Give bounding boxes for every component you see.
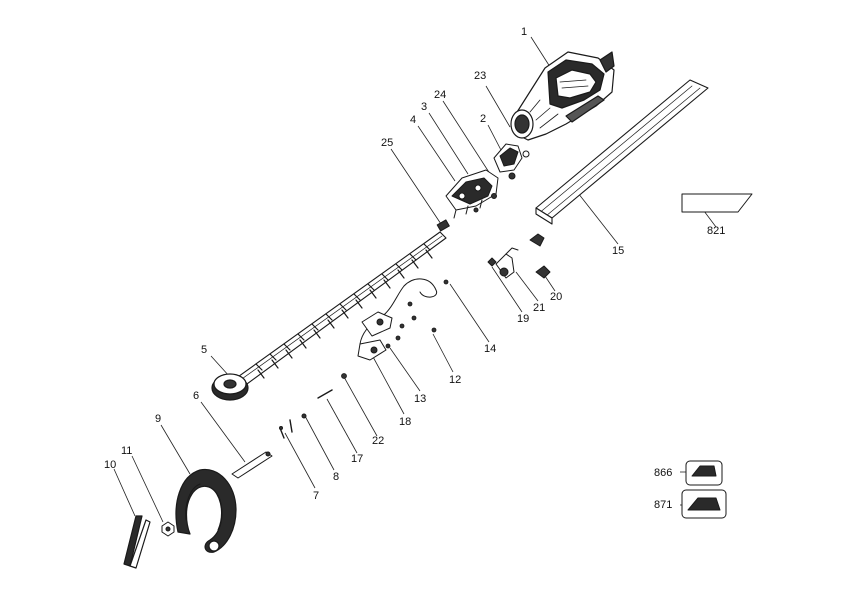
callout-10: 10 [104, 459, 117, 471]
callout-11: 11 [121, 445, 133, 457]
callout-1: 1 [521, 26, 528, 38]
blade-teeth [255, 243, 433, 379]
switch-parts [487, 233, 551, 279]
callout-7: 7 [313, 490, 320, 502]
callout-6: 6 [193, 390, 200, 402]
callout-2: 2 [480, 113, 487, 125]
callout-821: 821 [707, 225, 726, 237]
battery-pack-part [685, 460, 723, 486]
callout-14: 14 [484, 343, 497, 355]
callout-17: 17 [351, 453, 364, 465]
screws-part [341, 279, 449, 379]
callout-871: 871 [654, 499, 673, 511]
callout-20: 20 [550, 291, 563, 303]
callout-19: 19 [517, 313, 530, 325]
callout-24: 24 [434, 89, 447, 101]
callout-15: 15 [612, 245, 625, 257]
front-handle-part [175, 468, 237, 553]
battery-charger-part [681, 489, 727, 519]
gear-housing-part [493, 143, 523, 180]
callout-21: 21 [533, 302, 546, 314]
callout-23: 23 [474, 70, 487, 82]
pin-part [317, 389, 333, 399]
wiring-harness-part [357, 278, 438, 361]
callout-12: 12 [449, 374, 462, 386]
nut-part [161, 521, 175, 537]
blade-gear-disc-part [211, 373, 249, 401]
callout-8: 8 [333, 471, 340, 483]
callout-5: 5 [201, 344, 208, 356]
callout-25: 25 [381, 137, 394, 149]
leader-lines [113, 36, 717, 523]
label-plate-part [681, 193, 753, 213]
gearbox-assembly-part [445, 169, 499, 219]
washer-part [522, 150, 530, 158]
callout-13: 13 [414, 393, 427, 405]
callout-22: 22 [372, 435, 385, 447]
blade-guard-part [535, 79, 709, 225]
callout-9: 9 [155, 413, 162, 425]
small-plate-part [436, 219, 450, 232]
callout-3: 3 [421, 101, 428, 113]
cutting-blade-part [227, 231, 447, 393]
bracket-part [123, 515, 151, 569]
bolts-part [279, 413, 307, 439]
callout-18: 18 [399, 416, 412, 428]
callout-4: 4 [410, 114, 417, 126]
motor-housing-part [510, 51, 615, 141]
callout-866: 866 [654, 467, 673, 479]
blade-holder-part [231, 451, 273, 479]
